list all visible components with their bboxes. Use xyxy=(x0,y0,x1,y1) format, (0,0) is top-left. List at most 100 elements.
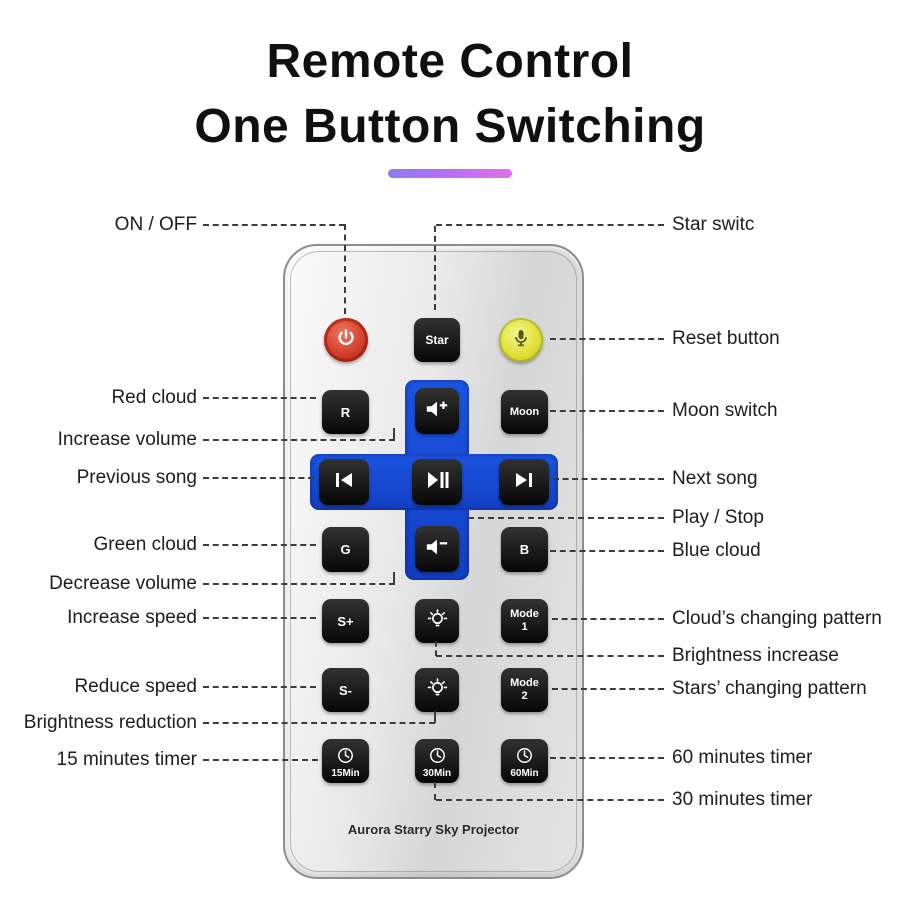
callout-line xyxy=(203,583,395,585)
callout-line xyxy=(393,428,395,439)
callout-line xyxy=(436,655,664,657)
moon-button-label: Moon xyxy=(509,405,540,418)
next-track-icon xyxy=(512,468,536,496)
red-cloud-button-label: R xyxy=(340,404,351,420)
callout-15-minutes-timer: 15 minutes timer xyxy=(56,749,197,770)
callout-increase-volume: Increase volume xyxy=(57,429,197,450)
star-button: Star xyxy=(414,318,460,362)
callout-line xyxy=(436,799,664,801)
callout-line xyxy=(203,477,314,479)
callout-line xyxy=(550,757,664,759)
callout-line xyxy=(393,572,395,583)
callout-line xyxy=(203,439,395,441)
callout-30-minutes-timer: 30 minutes timer xyxy=(672,789,813,810)
callout-star-switch: Star switc xyxy=(672,214,755,235)
callout-previous-song: Previous song xyxy=(76,467,197,488)
clock-icon xyxy=(515,746,534,768)
brand-text: Aurora Starry Sky Projector xyxy=(347,822,520,837)
speed-up-button: S+ xyxy=(322,599,369,643)
callout-clouds-changing-pattern: Cloud’s changing pattern xyxy=(672,608,882,629)
callout-reduce-speed: Reduce speed xyxy=(74,676,197,697)
callout-line xyxy=(203,759,318,761)
callout-line xyxy=(203,722,435,724)
callout-line xyxy=(203,397,316,399)
moon-button: Moon xyxy=(501,390,548,434)
timer-15min-button: 15Min xyxy=(322,739,369,783)
callout-line xyxy=(468,517,664,519)
callout-brightness-increase: Brightness increase xyxy=(672,645,839,666)
callout-moon-switch: Moon switch xyxy=(672,400,778,421)
callout-line xyxy=(203,224,345,226)
next-song-button xyxy=(499,459,549,505)
mode1-button-number: 1 xyxy=(521,621,528,633)
page-title-line2: One Button Switching xyxy=(194,100,706,153)
previous-song-button xyxy=(319,459,369,505)
accent-gradient-bar xyxy=(388,169,512,178)
callout-red-cloud: Red cloud xyxy=(111,387,197,408)
callout-next-song: Next song xyxy=(672,468,758,489)
volume-down-icon xyxy=(425,535,449,563)
callout-line xyxy=(434,226,436,310)
callout-increase-speed: Increase speed xyxy=(67,607,197,628)
clock-icon xyxy=(428,746,447,768)
microphone-icon xyxy=(511,328,531,352)
page-title-line1: Remote Control xyxy=(266,35,634,88)
callout-play-stop: Play / Stop xyxy=(672,507,764,528)
play-stop-button xyxy=(412,459,462,505)
callout-line xyxy=(550,410,664,412)
star-button-label: Star xyxy=(425,333,449,347)
bulb-icon xyxy=(425,676,450,705)
blue-cloud-button: B xyxy=(501,527,548,572)
callout-line xyxy=(435,641,437,656)
callout-decrease-volume: Decrease volume xyxy=(49,573,197,594)
callout-line xyxy=(344,224,346,314)
brightness-down-button xyxy=(415,668,459,712)
timer-15min-label: 15Min xyxy=(331,767,360,779)
speed-down-button: S- xyxy=(322,668,369,712)
callout-line xyxy=(203,617,316,619)
callout-60-minutes-timer: 60 minutes timer xyxy=(672,747,813,768)
callout-stars-changing-pattern: Stars’ changing pattern xyxy=(672,678,867,699)
volume-down-button xyxy=(415,526,459,572)
brightness-up-button xyxy=(415,599,459,643)
callout-line xyxy=(203,686,316,688)
previous-track-icon xyxy=(332,468,356,496)
callout-line xyxy=(552,618,664,620)
mode1-button: Mode 1 xyxy=(501,599,548,643)
callout-blue-cloud: Blue cloud xyxy=(672,540,761,561)
callout-reset-button: Reset button xyxy=(672,328,780,349)
timer-30min-button: 30Min xyxy=(415,739,459,783)
callout-line xyxy=(436,224,664,226)
mode2-button: Mode 2 xyxy=(501,668,548,712)
mode2-button-label: Mode xyxy=(510,677,539,689)
speed-up-button-label: S+ xyxy=(337,613,354,629)
play-pause-icon xyxy=(424,468,450,496)
reset-mic-button xyxy=(499,318,543,362)
callout-line xyxy=(434,711,436,723)
timer-60min-button: 60Min xyxy=(501,739,548,783)
clock-icon xyxy=(336,746,355,768)
power-icon xyxy=(335,327,357,353)
mode1-button-label: Mode xyxy=(510,608,539,620)
mode2-button-number: 2 xyxy=(521,690,528,702)
blue-cloud-button-label: B xyxy=(519,542,530,557)
callout-line xyxy=(434,782,436,800)
callout-line xyxy=(553,478,664,480)
red-cloud-button: R xyxy=(322,390,369,434)
speed-down-button-label: S- xyxy=(339,682,352,698)
green-cloud-button-label: G xyxy=(340,542,351,557)
callout-line xyxy=(550,338,664,340)
callout-line xyxy=(203,544,316,546)
timer-30min-label: 30Min xyxy=(422,767,452,779)
volume-up-icon xyxy=(425,397,449,425)
callout-green-cloud: Green cloud xyxy=(93,534,197,555)
power-button xyxy=(324,318,368,362)
callout-line xyxy=(550,550,664,552)
callout-line xyxy=(552,688,664,690)
timer-60min-label: 60Min xyxy=(510,767,539,779)
callout-on-off: ON / OFF xyxy=(114,214,197,235)
callout-brightness-reduction: Brightness reduction xyxy=(23,712,197,733)
green-cloud-button: G xyxy=(322,527,369,572)
remote-control: Star R Moon xyxy=(283,244,584,879)
